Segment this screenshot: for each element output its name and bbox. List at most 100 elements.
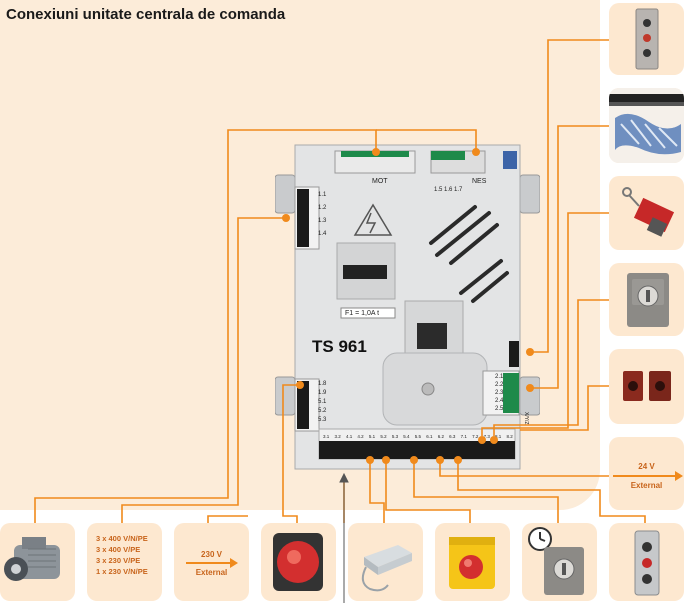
bottom-pin-label: 4.2 [357,434,364,439]
bottom-pin-label: 8.2 [506,434,513,439]
tile-radio-receiver [348,523,423,601]
wire-mot [34,129,377,523]
wire-key-switch [493,299,609,436]
wire-mushroom [385,460,471,523]
pin-label: 2.2 [495,382,504,388]
bottom-pin-label: 5.5 [414,434,422,439]
bottom-pin-label: 4.1 [345,434,353,439]
pin-label: 5.2 [318,408,327,414]
pin-label: 2.3 [495,390,504,396]
key-switch-icon [627,273,669,327]
nes-pins-label: 1.5 1.6 1.7 [434,187,463,193]
pin-label: 2.5 [495,406,504,412]
fuse-label: F1 = 1,0A t [345,310,380,317]
pin-label: 1.8 [318,381,327,387]
ext24-label: External [630,481,663,490]
tile-three-button-panel [609,523,684,601]
junction-dot [454,456,462,464]
supply-line-1: 3 x 400 V/N/PE [96,534,148,543]
tile-key-switch [609,263,684,336]
bottom-pin-label: 6.3 [449,434,456,439]
timer-switch-icon [528,527,584,595]
wire-left-bottom [282,384,300,523]
photo-cell-icon [623,371,671,401]
bottom-pin-label: 5.4 [403,434,410,439]
bottom-pin-label: 3.2 [334,434,341,439]
pin-label: 1.3 [318,218,327,224]
supply-line-4: 1 x 230 V/N/PE [96,567,148,576]
tile-photo-cell [609,349,684,424]
pin-label: 2.1 [495,374,504,380]
mot-connector-label: MOT [372,178,388,185]
wire-safety-edge [530,125,609,389]
bottom-pin-label: 7.1 [460,434,467,439]
wire-push-button-panel [530,39,609,353]
junction-dot [296,381,304,389]
safety-edge-icon [609,88,684,163]
junction-dot [410,456,418,464]
arrow-right-icon [186,558,238,568]
pin-label: 1.4 [318,231,327,237]
wire-nes [376,129,477,152]
push-button-panel-icon [635,8,659,70]
junction-dot [382,456,390,464]
supply-line-2: 3 x 400 V/PE [96,545,141,554]
junction-dot [436,456,444,464]
bottom-pin-label: 8.1 [495,434,502,439]
bottom-pin-label: 5.1 [368,434,376,439]
bottom-pin-label: 6.2 [437,434,444,439]
bottom-pin-label: 6.1 [426,434,433,439]
junction-dot [526,348,534,356]
wire-photo-cell [520,385,609,431]
tile-mushroom-button [435,523,510,601]
page-title: Conexiuni unitate centrala de comanda [6,6,286,23]
ext230-voltage: 230 V [201,550,222,559]
wire-left-top [121,217,286,523]
junction-dot [372,148,380,156]
tile-safety-edge [609,88,684,163]
wire-supply-230 [207,515,248,523]
bottom-pin-label: 7.3 [483,434,490,439]
junction-dot [490,436,498,444]
bottom-pin-label: 5.3 [391,434,399,439]
mushroom-button-icon [449,537,495,589]
bottom-pin-label: 7.2 [472,434,479,439]
ext230-label: External [195,568,228,577]
side-text: X/Y/Z [523,412,529,425]
junction-dot [282,214,290,222]
control-unit-board [275,144,540,470]
wire-slack-rope [481,212,609,436]
nes-connector-label: NES [472,178,487,185]
emergency-stop-icon [273,533,323,591]
bottom-pin-label: 5.2 [380,434,387,439]
radio-receiver-icon [361,545,412,592]
junction-dot [472,148,480,156]
arrow-right-icon [613,471,683,481]
tile-external-24v: 24 V External [609,437,684,510]
wire-three-button [457,460,646,523]
tile-supply-voltage: 3 x 400 V/N/PE 3 x 400 V/PE 3 x 230 V/PE… [87,523,162,601]
tile-external-230v: 230 V External [174,523,249,601]
pin-label: 1.1 [318,192,327,198]
tile-timer-switch [522,523,597,601]
junction-dot [366,456,374,464]
tile-emergency-stop [261,523,336,601]
pin-label: 2.4 [495,398,504,404]
pin-label: 5.3 [318,417,327,423]
three-button-panel-icon [634,530,660,596]
junction-dot [526,384,534,392]
wire-radio [369,460,385,523]
junction-dot [478,436,486,444]
motor-icon [4,537,60,581]
tile-motor [0,523,75,601]
model-label: TS 961 [312,337,367,356]
wire-timer [413,460,559,523]
supply-line-3: 3 x 230 V/PE [96,556,141,565]
wire-24v [439,460,609,477]
pin-label: 1.2 [318,205,327,211]
slack-rope-switch-icon [622,187,675,237]
arrow-up-icon [339,472,349,483]
pin-label: 1.9 [318,390,327,396]
